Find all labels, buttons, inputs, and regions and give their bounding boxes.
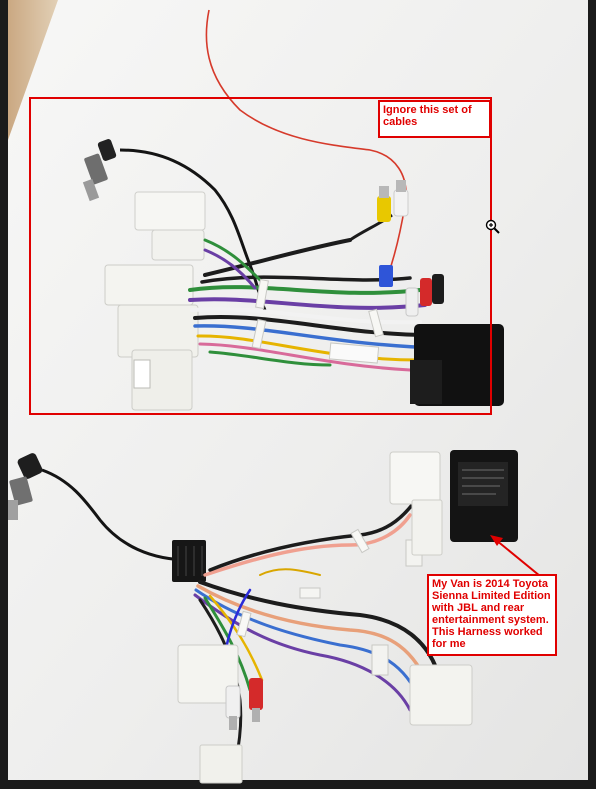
bottom-harness [8, 450, 518, 784]
top-harness [82, 9, 504, 411]
ignore-note: Ignore this set of cables [378, 100, 491, 138]
harness-note: My Van is 2014 Toyota Sienna Limited Edi… [427, 574, 557, 656]
zoom-in-icon [485, 219, 500, 234]
ignore-highlight-box [29, 97, 492, 415]
pointer-arrow [490, 535, 541, 577]
wood-floor [8, 0, 58, 140]
